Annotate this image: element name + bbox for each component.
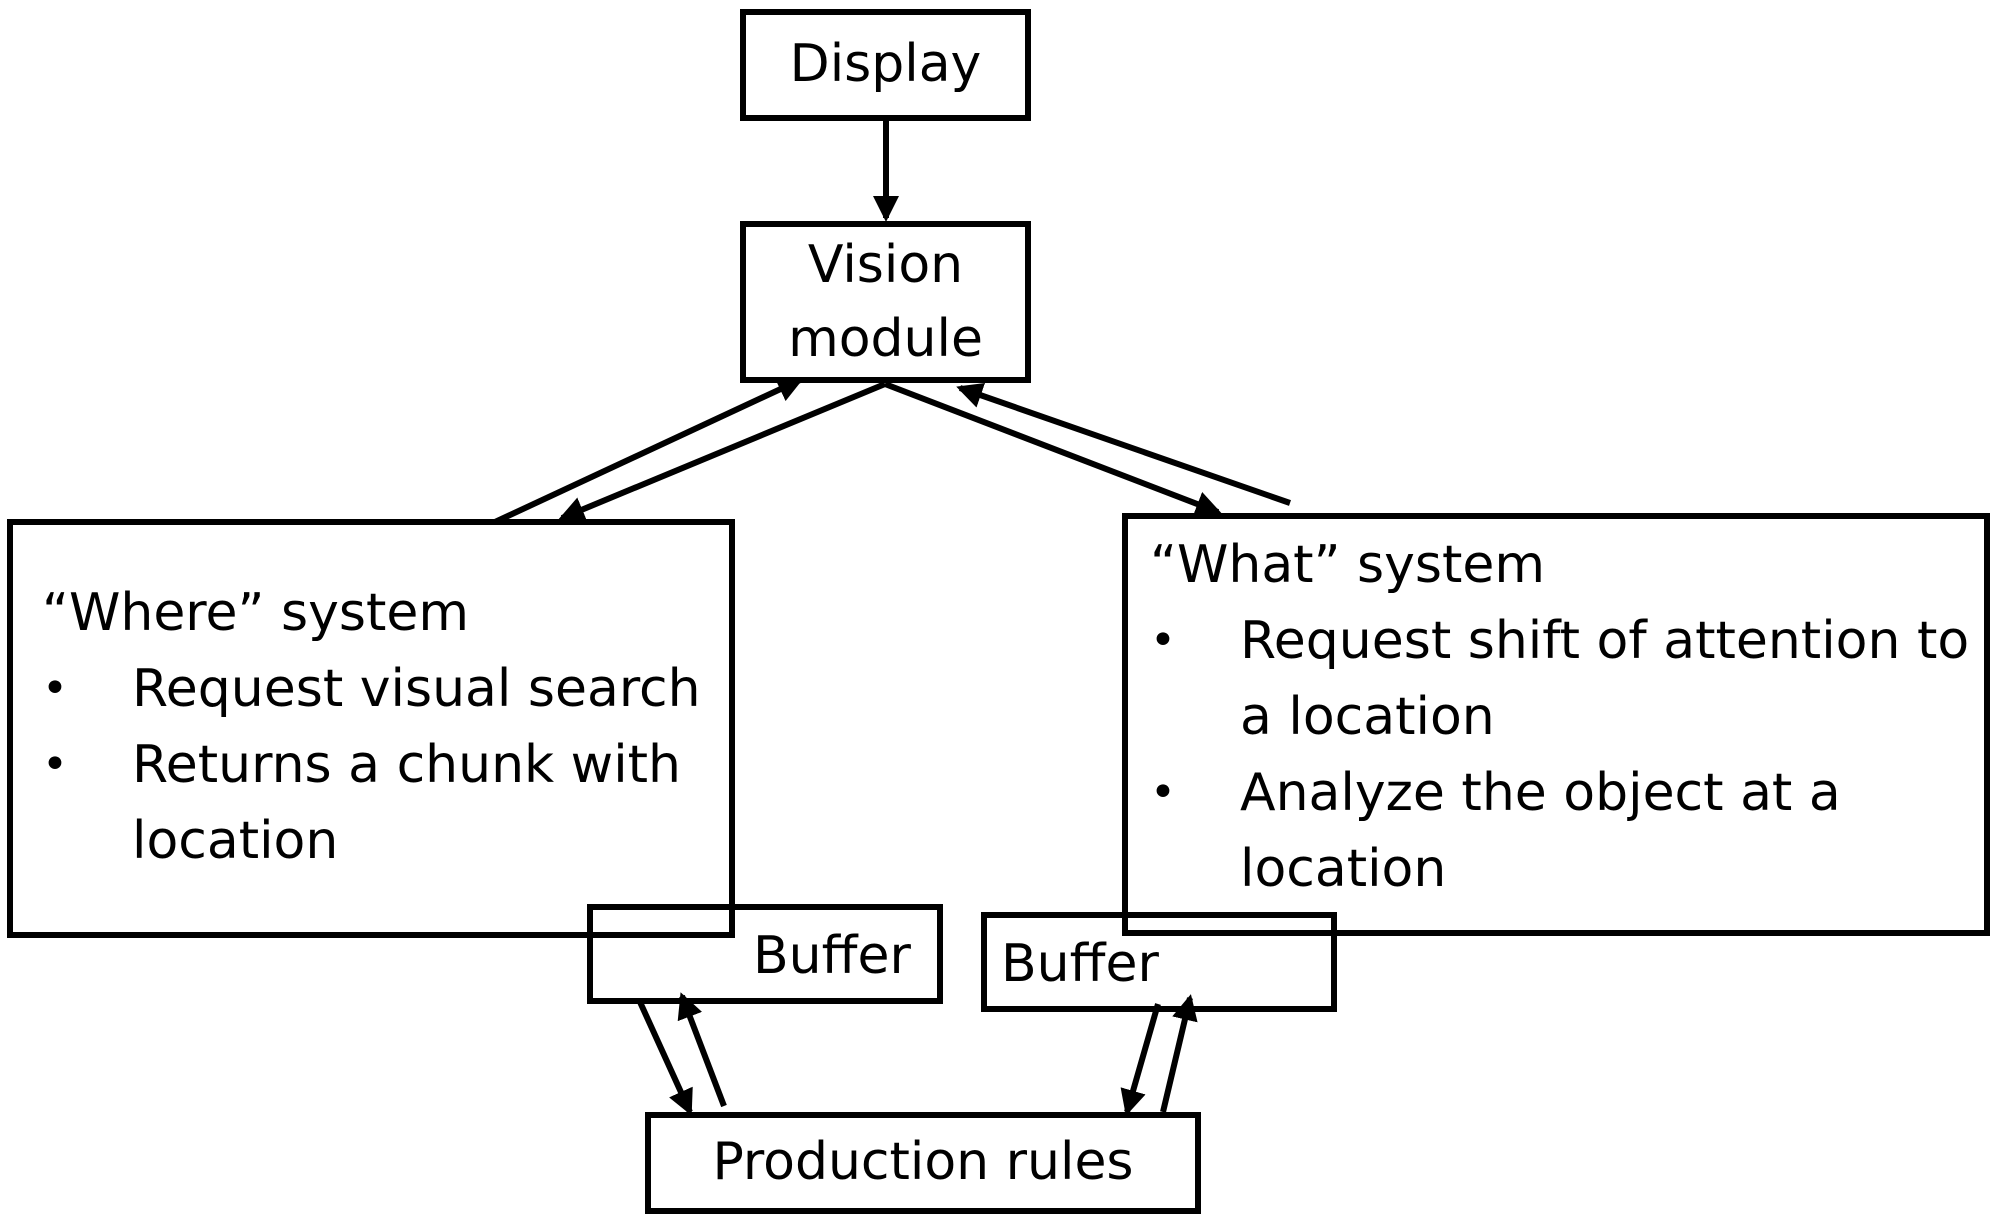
what-system-box [1122, 513, 1990, 936]
production-rules-box: Production rules [645, 1112, 1201, 1214]
where-system-list: • Request visual search • Returns a chun… [42, 651, 732, 879]
bullet-icon: • [1150, 615, 1176, 666]
arrow-production-to-right-buffer [1160, 994, 1198, 1113]
production-rules-label: Production rules [712, 1132, 1134, 1193]
what-system-list: • Request shift of attention to a locati… [1150, 603, 1985, 907]
vision-module-box: Vision module [740, 221, 1031, 383]
bullet-icon: • [42, 739, 68, 790]
what-item-1-text-line1: Request shift of attention to [1240, 611, 1970, 671]
vision-module-label-line1: Vision [807, 235, 964, 295]
where-item-2-text-line2: location [132, 811, 339, 871]
right-buffer-box: Buffer [981, 912, 1337, 1012]
list-item: • Request shift of attention to a locati… [1150, 603, 1985, 755]
arrow-vision-to-where [558, 381, 887, 522]
list-item: • Returns a chunk with location [42, 727, 732, 879]
bullet-icon: • [42, 663, 68, 714]
left-buffer-label: Buffer [753, 926, 911, 986]
display-box: Display [740, 9, 1031, 121]
arrow-right-buffer-to-production [1120, 1003, 1161, 1116]
where-item-2-text-line1: Returns a chunk with [132, 735, 681, 795]
left-buffer-box: Buffer [587, 904, 943, 1004]
where-system-box [7, 519, 735, 938]
arrow-production-to-left-buffer [677, 992, 727, 1108]
arrow-left-buffer-to-production [637, 1000, 693, 1116]
right-buffer-label: Buffer [1001, 934, 1159, 994]
bullet-icon: • [1150, 767, 1176, 818]
what-system-title: “What” system [1150, 535, 1546, 595]
arrow-vision-to-what [883, 381, 1222, 517]
what-item-2-text-line2: location [1240, 839, 1447, 899]
where-system-title: “Where” system [42, 583, 469, 643]
what-item-1-text-line2: a location [1240, 687, 1495, 747]
arrow-where-to-vision [493, 377, 804, 525]
display-label: Display [789, 34, 982, 95]
vision-module-label-line2: module [788, 309, 983, 369]
list-item: • Analyze the object at a location [1150, 755, 1985, 907]
arrow-what-to-vision [956, 382, 1291, 506]
where-item-1-text: Request visual search [132, 659, 701, 719]
list-item: • Request visual search [42, 651, 732, 727]
what-item-2-text-line1: Analyze the object at a [1240, 763, 1841, 823]
